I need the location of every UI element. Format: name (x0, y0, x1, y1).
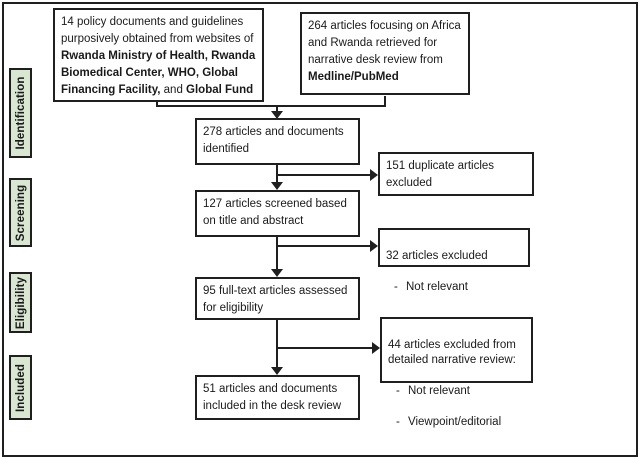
bullet-marker: - (396, 385, 400, 397)
arrowhead-down-identified (271, 111, 283, 119)
stage-screening: Screening (9, 178, 32, 247)
bullet-marker: - (394, 280, 398, 293)
arrowhead-down-fulltext (271, 269, 283, 277)
box-policy-sources: 14 policy documents and guidelines purpo… (53, 8, 264, 102)
exclusion-bullet: - Not relevant (388, 384, 527, 400)
arrowhead-right-duplicates (370, 169, 378, 181)
stage-eligibility: Eligibility (9, 272, 32, 333)
box-included: 51 articles and documents included in th… (195, 375, 360, 420)
bullet-text: Viewpoint/editorial (408, 416, 502, 428)
stage-identification-label: Identification (14, 76, 27, 150)
arrowhead-right-title-abstract (370, 240, 378, 252)
arrowhead-right-narrative (372, 342, 380, 354)
stage-included-label: Included (14, 363, 27, 412)
box-screened: 127 articles screened based on title and… (195, 190, 360, 237)
bullet-text: Not relevant (406, 280, 469, 293)
connector-merge-sources (156, 96, 386, 107)
exclusion-bullet: - Not relevant (386, 280, 524, 296)
exclusion-bullet: - Viewpoint/editorial (388, 415, 527, 431)
exclusion-title: 44 articles excluded from detailed narra… (388, 338, 516, 367)
box-full-text-assessed: 95 full-text articles assessed for eligi… (195, 277, 360, 320)
bullet-marker: - (396, 416, 400, 428)
arrowhead-down-screened (271, 182, 283, 190)
arrowhead-down-included (271, 367, 283, 375)
box-title-abstract-excluded: 32 articles excluded - Not relevant (378, 228, 530, 293)
stage-identification: Identification (9, 68, 32, 158)
stage-included: Included (9, 355, 32, 420)
exclusion-title: 32 articles excluded (386, 249, 488, 262)
box-narrative-excluded: 44 articles excluded from detailed narra… (380, 317, 533, 428)
bullet-text: Not relevant (408, 385, 471, 397)
stage-screening-label: Screening (14, 184, 27, 241)
box-duplicates-excluded: 151 duplicate articles excluded (378, 152, 534, 196)
box-identified: 278 articles and documents identified (195, 118, 360, 165)
stage-eligibility-label: Eligibility (14, 276, 27, 329)
box-database-sources: 264 articles focusing on Africa and Rwan… (300, 12, 470, 95)
